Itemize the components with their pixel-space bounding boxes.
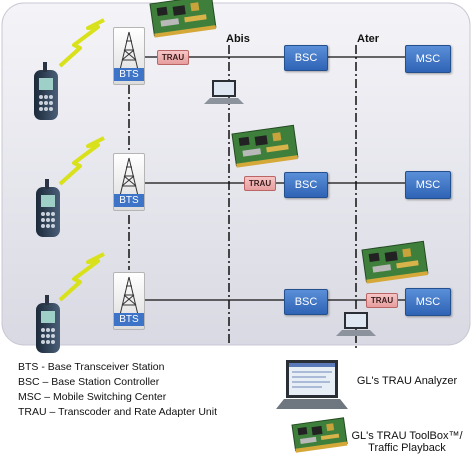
bts-node-1: BTS xyxy=(113,27,145,85)
interface-lines xyxy=(128,45,357,350)
msc-node-1: MSC xyxy=(405,45,451,73)
bts-node-3: BTS xyxy=(113,272,145,330)
laptop-icon xyxy=(204,80,376,409)
msc-node-3: MSC xyxy=(405,288,451,316)
trau-toolbox-label: GL's TRAU ToolBox™/ Traffic Playback xyxy=(343,430,471,454)
trau-box-3: TRAU xyxy=(366,293,398,308)
bts-label: BTS xyxy=(114,68,144,81)
bsc-node-3: BSC xyxy=(284,289,328,315)
ater-interface-label: Ater xyxy=(357,33,380,45)
trau-box-1: TRAU xyxy=(157,50,189,65)
legend-item-bsc: BSC – Base Station Controller xyxy=(18,376,160,388)
tower-icon xyxy=(119,276,139,316)
abis-interface-label: Abis xyxy=(226,33,250,45)
trau-toolbox-label-line1: GL's TRAU ToolBox™/ xyxy=(351,430,463,442)
bts-label: BTS xyxy=(114,313,144,326)
circuit-board-icon xyxy=(149,0,429,453)
trau-analyzer-label: GL's TRAU Analyzer xyxy=(356,375,458,387)
legend-item-trau: TRAU – Transcoder and Rate Adapter Unit xyxy=(18,406,218,418)
legend-item-bts: BTS - Base Transceiver Station xyxy=(18,361,165,373)
diagram-panel xyxy=(1,2,471,346)
bts-label: BTS xyxy=(114,194,144,207)
trau-toolbox-label-line2: Traffic Playback xyxy=(368,442,446,454)
tower-icon xyxy=(119,157,139,197)
bsc-node-2: BSC xyxy=(284,172,328,198)
legend-item-msc: MSC – Mobile Switching Center xyxy=(18,391,167,403)
link-lines xyxy=(145,56,410,301)
lightning-signal-icon xyxy=(58,18,105,302)
bsc-node-1: BSC xyxy=(284,45,328,71)
tower-icon xyxy=(119,31,139,71)
trau-box-2: TRAU xyxy=(244,176,276,191)
bts-node-2: BTS xyxy=(113,153,145,211)
mobile-phone-icon xyxy=(34,62,60,353)
msc-node-2: MSC xyxy=(405,171,451,199)
legend: BTS - Base Transceiver Station BSC – Bas… xyxy=(18,360,217,420)
